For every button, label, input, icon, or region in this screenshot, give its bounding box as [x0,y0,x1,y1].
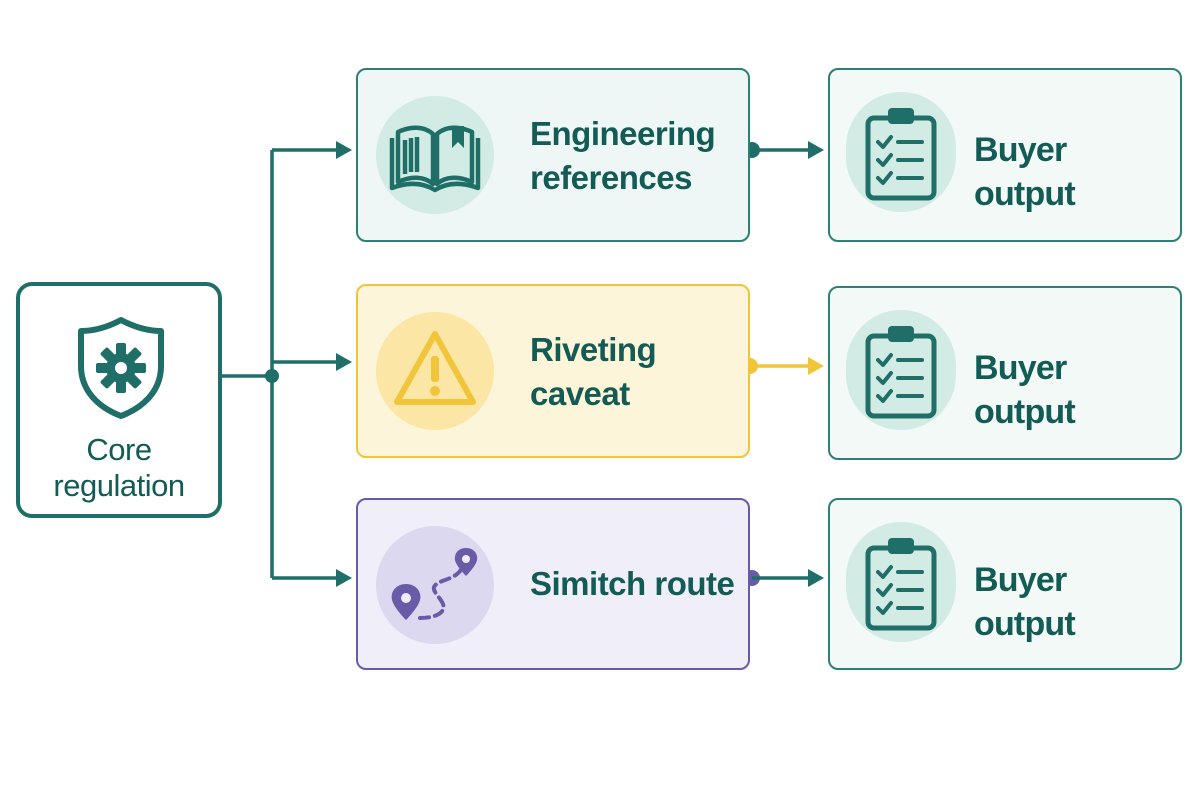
buyer-output-node: Buyer output [828,68,1182,242]
engineering-references-label: Engineering references [530,115,716,196]
trunk-junction [265,369,279,383]
riveting-caveat-label: Riveting caveat [530,331,657,412]
open-book-icon [389,125,481,193]
riveting-caveat-node: Riveting caveat [356,284,750,458]
buyer-output-label: Buyer output [974,131,1076,213]
clipboard-checklist-icon [865,538,937,631]
buyer-output-node: Buyer output [828,498,1182,670]
buyer-output-label: Buyer output [974,349,1076,431]
core-regulation-label: Core regulation [53,432,185,503]
buyer-output-label: Buyer output [974,561,1076,643]
icon-backdrop [376,526,494,644]
icon-backdrop [376,96,494,214]
clipboard-checklist-icon [865,108,937,201]
icon-backdrop [846,310,956,430]
clipboard-checklist-icon [865,326,937,419]
core-regulation-node: Core regulation [16,282,222,518]
icon-backdrop [846,522,956,642]
icon-backdrop [846,92,956,212]
buyer-output-node: Buyer output [828,286,1182,460]
warning-triangle-icon [394,331,476,405]
route-pins-icon [391,548,478,620]
simitch-route-label: Simitch route [530,565,735,602]
engineering-references-node: Engineering references [356,68,750,242]
icon-backdrop [376,312,494,430]
simitch-route-node: Simitch route [356,498,750,670]
shield-gear-icon [78,317,164,419]
